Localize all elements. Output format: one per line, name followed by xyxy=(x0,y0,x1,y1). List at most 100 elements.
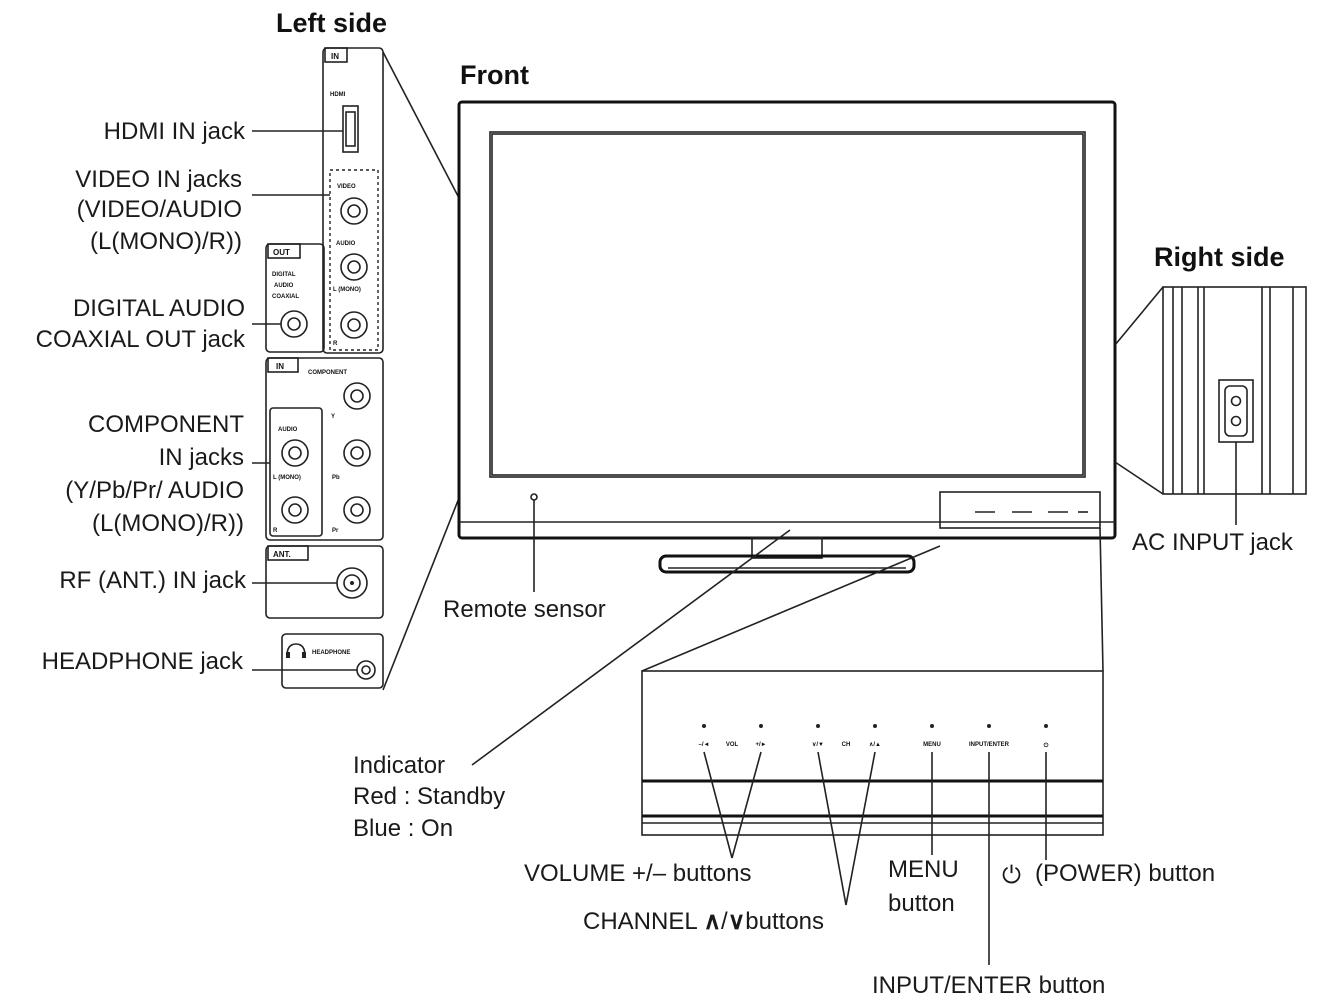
headphone-label: HEADPHONE jack xyxy=(42,648,244,675)
control-panel-closeup: –/◄ VOL +/► ∨/▼ CH ∧/▲ MENU INPUT/ENTER … xyxy=(641,670,1104,836)
digital-marking: DIGITAL xyxy=(272,272,296,278)
vol-plus-marking: +/► xyxy=(755,742,766,748)
menu-label-2: button xyxy=(888,890,955,917)
power-button-label: (POWER) button xyxy=(1035,860,1215,887)
input-enter-marking: INPUT/ENTER xyxy=(969,742,1010,748)
volume-buttons-label: VOLUME +/– buttons xyxy=(524,860,751,887)
headphone-marking: HEADPHONE xyxy=(312,650,350,656)
rca-jack-icon xyxy=(343,439,371,467)
power-icon: ⏻ xyxy=(1002,862,1021,889)
ant-marking: ANT. xyxy=(273,550,291,559)
menu-marking: MENU xyxy=(923,742,941,748)
left-side-panel: IN HDMI VIDEO AUDIO L (MONO) R OUT DIGIT… xyxy=(265,47,384,689)
r-marking: R xyxy=(333,341,338,347)
power-marking: ⏻ xyxy=(1044,742,1049,749)
in-tab-marking-2: IN xyxy=(276,362,284,371)
digital-audio-label-2: COAXIAL OUT jack xyxy=(36,326,246,353)
power-button[interactable] xyxy=(1044,724,1048,728)
indicator-label-3: Blue : On xyxy=(353,815,453,842)
pb-marking: Pb xyxy=(332,475,340,481)
video-in-label-1: VIDEO IN jacks xyxy=(75,166,242,193)
digital-audio-label-1: DIGITAL AUDIO xyxy=(73,295,245,322)
rca-jack-icon xyxy=(281,496,309,524)
video-in-label-3: (L(MONO)/R)) xyxy=(90,228,242,255)
hdmi-port-icon xyxy=(342,105,359,153)
menu-label-1: MENU xyxy=(888,856,959,883)
channel-buttons-label: CHANNEL ∧/∨buttons xyxy=(583,908,824,935)
indicator-label-2: Red : Standby xyxy=(353,783,505,810)
component-l-mono-marking: L (MONO) xyxy=(273,475,301,481)
component-r-marking: R xyxy=(273,528,278,534)
headphone-jack-module xyxy=(281,633,384,689)
channel-down-button[interactable] xyxy=(816,724,820,728)
tv-neck xyxy=(751,537,823,559)
component-audio-marking: AUDIO xyxy=(278,427,298,433)
rca-jack-icon xyxy=(280,310,308,338)
ch-down-marking: ∨/▼ xyxy=(812,742,824,748)
front-heading: Front xyxy=(460,60,529,90)
ant-jack-module xyxy=(265,545,384,619)
vol-minus-marking: –/◄ xyxy=(699,742,710,748)
channel-label-text: CHANNEL xyxy=(583,908,703,935)
right-side-panel xyxy=(1162,286,1307,495)
right-side-heading: Right side xyxy=(1154,242,1285,272)
hdmi-in-label: HDMI IN jack xyxy=(104,118,246,145)
tv-screen xyxy=(489,131,1086,478)
coaxial-marking: COAXIAL xyxy=(272,294,299,300)
rca-jack-icon xyxy=(343,382,371,410)
channel-buttons-word: buttons xyxy=(745,908,824,935)
hdmi-marking: HDMI xyxy=(330,92,346,98)
rca-jack-icon xyxy=(356,660,376,680)
in-tab-marking: IN xyxy=(331,52,339,61)
rca-jack-icon xyxy=(343,496,371,524)
component-jack-module xyxy=(265,357,384,541)
ch-up-marking: ∧/▲ xyxy=(869,742,881,748)
menu-button[interactable] xyxy=(930,724,934,728)
headphone-icon xyxy=(286,643,306,658)
component-label-1: COMPONENT xyxy=(88,411,244,438)
pr-marking: Pr xyxy=(332,528,339,534)
rf-in-label: RF (ANT.) IN jack xyxy=(59,567,247,594)
rca-jack-icon xyxy=(281,439,309,467)
ac-socket-icon xyxy=(1218,379,1254,443)
channel-up-button[interactable] xyxy=(873,724,877,728)
vol-marking: VOL xyxy=(726,742,739,748)
rca-jack-icon xyxy=(340,253,368,281)
out-tab-marking: OUT xyxy=(273,248,290,257)
upper-jack-module xyxy=(322,47,384,354)
control-panel xyxy=(641,670,1104,836)
channel-down-glyph: ∨ xyxy=(728,908,746,935)
audio-out-marking: AUDIO xyxy=(274,283,294,289)
rca-jack-icon xyxy=(340,311,368,339)
input-enter-label: INPUT/ENTER button xyxy=(872,972,1105,999)
right-side-module xyxy=(1162,286,1307,495)
left-labels: HDMI IN jack VIDEO IN jacks (VIDEO/AUDIO… xyxy=(36,118,357,675)
volume-down-button[interactable] xyxy=(702,724,706,728)
channel-up-glyph: ∧ xyxy=(703,908,721,935)
y-marking: Y xyxy=(331,414,335,420)
ch-marking: CH xyxy=(842,742,851,748)
component-label-2: IN jacks xyxy=(159,444,244,471)
rf-connector-icon xyxy=(336,567,368,599)
bezel-button-strip xyxy=(939,491,1101,529)
audio-marking: AUDIO xyxy=(336,241,356,247)
component-label-4: (L(MONO)/R)) xyxy=(92,510,244,537)
remote-sensor-label: Remote sensor xyxy=(443,596,606,623)
tv-front-view xyxy=(457,100,1117,574)
video-marking: VIDEO xyxy=(337,184,356,190)
rca-jack-icon xyxy=(340,197,368,225)
ac-input-label: AC INPUT jack xyxy=(1132,529,1294,556)
l-mono-marking: L (MONO) xyxy=(333,287,361,293)
volume-up-button[interactable] xyxy=(759,724,763,728)
input-enter-button[interactable] xyxy=(987,724,991,728)
left-side-heading: Left side xyxy=(276,8,387,38)
video-in-label-2: (VIDEO/AUDIO xyxy=(77,196,242,223)
tv-stand xyxy=(658,554,916,574)
component-label-3: (Y/Pb/Pr/ AUDIO xyxy=(65,477,244,504)
channel-separator: / xyxy=(721,908,728,935)
remote-sensor-dot xyxy=(530,493,538,501)
tv-bezel xyxy=(457,100,1117,540)
indicator-label-1: Indicator xyxy=(353,752,445,779)
component-marking: COMPONENT xyxy=(308,370,347,376)
